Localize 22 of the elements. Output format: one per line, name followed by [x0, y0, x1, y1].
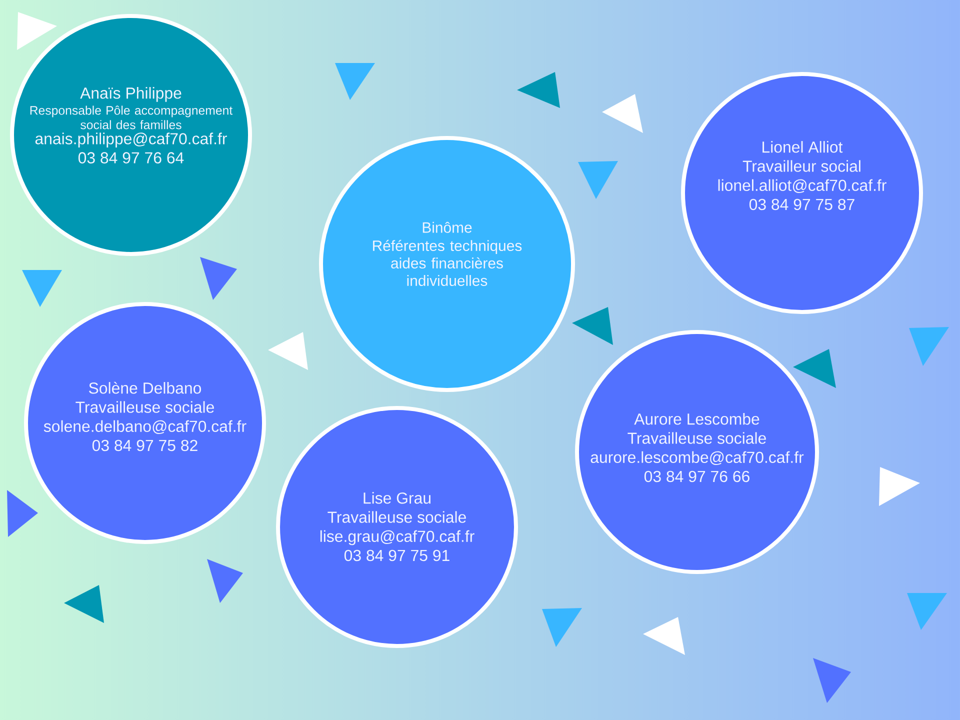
person-name: Anaïs Philippe: [80, 87, 182, 102]
team-name: Binôme: [422, 222, 472, 233]
person-name: Lionel Alliot: [762, 141, 843, 153]
person-name: Lise Grau: [364, 492, 430, 504]
job-title: Travailleuse sociale: [628, 432, 766, 444]
phone-number: 03 84 97 75 91: [344, 550, 450, 562]
phone-number: 03 84 97 76 64: [78, 152, 184, 164]
phone-number: 03 84 97 76 66: [644, 470, 750, 482]
team-description: Référentes techniques aides financières individuelles: [373, 240, 522, 286]
email-address: aurore.lescombe@caf70.caf.fr: [590, 451, 804, 466]
email-address: lise.grau@caf70.caf.fr: [320, 530, 474, 546]
email-address: solene.delbano@caf70.caf.fr: [44, 420, 246, 434]
job-title: Responsable Pôle accompagnement social des familles: [30, 106, 232, 130]
phone-number: 03 84 97 75 87: [749, 198, 854, 210]
job-title: Travailleuse sociale: [76, 401, 214, 413]
phone-number: 03 84 97 75 82: [92, 440, 198, 452]
email-address: anais.philippe@caf70.caf.fr: [35, 132, 227, 148]
person-name: Solène Delbano: [89, 382, 201, 394]
person-name: Aurore Lescombe: [634, 413, 760, 425]
job-title: Travailleur social: [742, 160, 860, 172]
email-address: lionel.alliot@caf70.caf.fr: [718, 179, 886, 194]
job-title: Travailleuse sociale: [328, 511, 466, 523]
